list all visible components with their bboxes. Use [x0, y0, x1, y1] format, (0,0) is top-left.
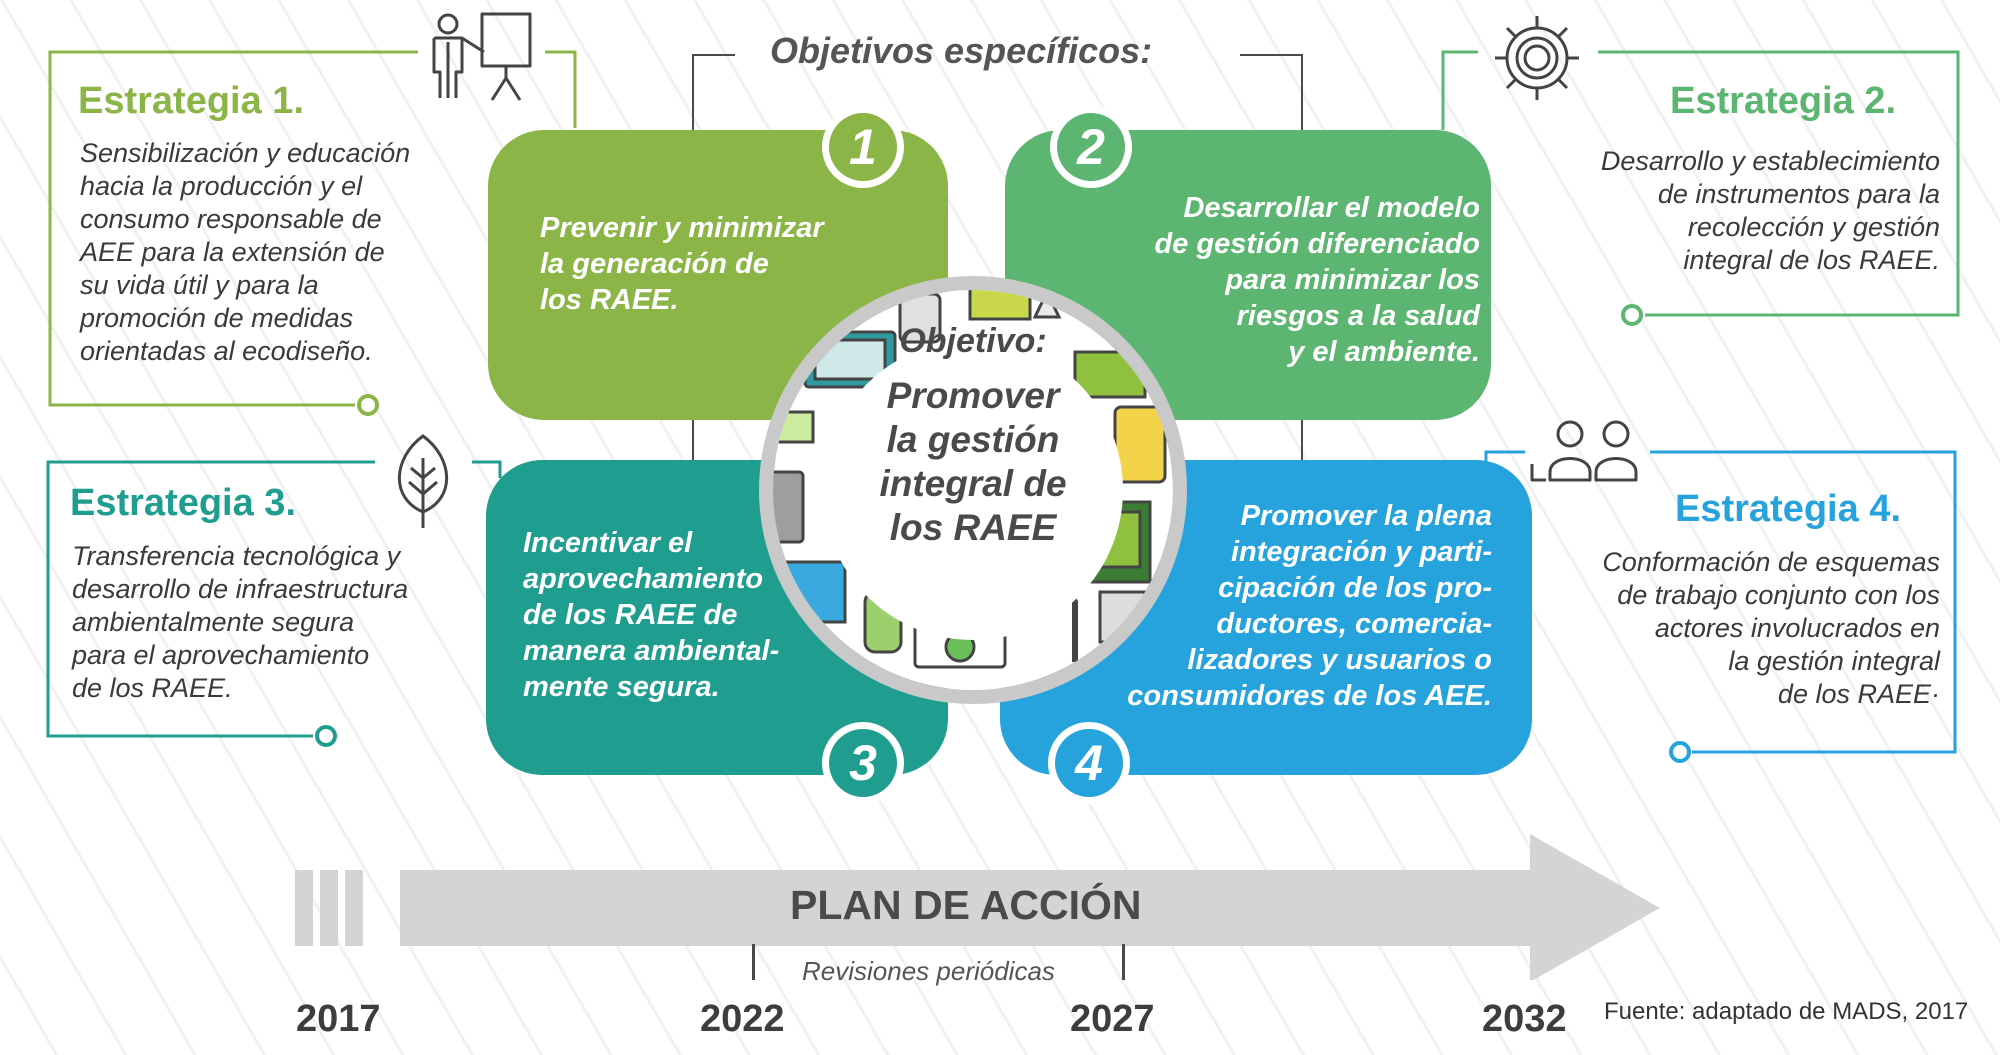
strategy-4-title: Estrategia 4.: [1675, 488, 1901, 530]
year-2027: 2027: [1070, 998, 1155, 1040]
objective-text-3: Incentivar el aprovechamiento de los RAE…: [523, 527, 780, 703]
objectives-title: Objetivos específicos:: [770, 30, 1153, 71]
objective-number-2: 2: [1050, 106, 1132, 188]
objective-number-1: 1: [822, 106, 904, 188]
objective-number-4: 4: [1048, 722, 1130, 804]
review-marker-2027: [1122, 944, 1125, 980]
objective-text-2: Desarrollar el modelo de gestión diferen…: [1154, 192, 1481, 368]
year-2032: 2032: [1482, 998, 1567, 1040]
central-objective-circle: [759, 276, 1187, 704]
center-objective-label: Objetivo:: [899, 322, 1047, 360]
objective-text-4: Promover la plena integración y parti- c…: [1127, 500, 1492, 712]
strategy-1-text: Sensibilización y educación hacia la pro…: [80, 138, 411, 366]
periodic-reviews-label: Revisiones periódicas: [802, 956, 1055, 986]
objective-text-1: Prevenir y minimizar la generación de lo…: [540, 212, 824, 316]
strategy-2-title: Estrategia 2.: [1670, 80, 1896, 122]
strategy-4-text: Conformación de esquemas de trabajo conj…: [1602, 547, 1940, 709]
year-2017: 2017: [296, 998, 381, 1040]
strategy-3-title: Estrategia 3.: [70, 482, 296, 524]
source-note: Fuente: adaptado de MADS, 2017: [1604, 998, 1969, 1025]
presenter-icon: [432, 12, 532, 101]
review-marker-2022: [752, 944, 755, 980]
people-icon: [1530, 420, 1638, 482]
action-plan-label: PLAN DE ACCIÓN: [790, 882, 1142, 928]
strategy-1-title: Estrategia 1.: [78, 80, 304, 122]
strategy-3-text: Transferencia tecnológica y desarrollo d…: [72, 541, 409, 703]
center-objective-text: Promover la gestión integral de los RAEE: [879, 375, 1067, 548]
leaf-icon: [397, 434, 449, 528]
strategy-2-text: Desarrollo y establecimiento de instrume…: [1600, 146, 1940, 275]
year-2022: 2022: [700, 998, 785, 1040]
objective-number-3: 3: [822, 722, 904, 804]
action-plan-arrow: [295, 834, 1660, 980]
gear-icon: [1495, 16, 1579, 100]
